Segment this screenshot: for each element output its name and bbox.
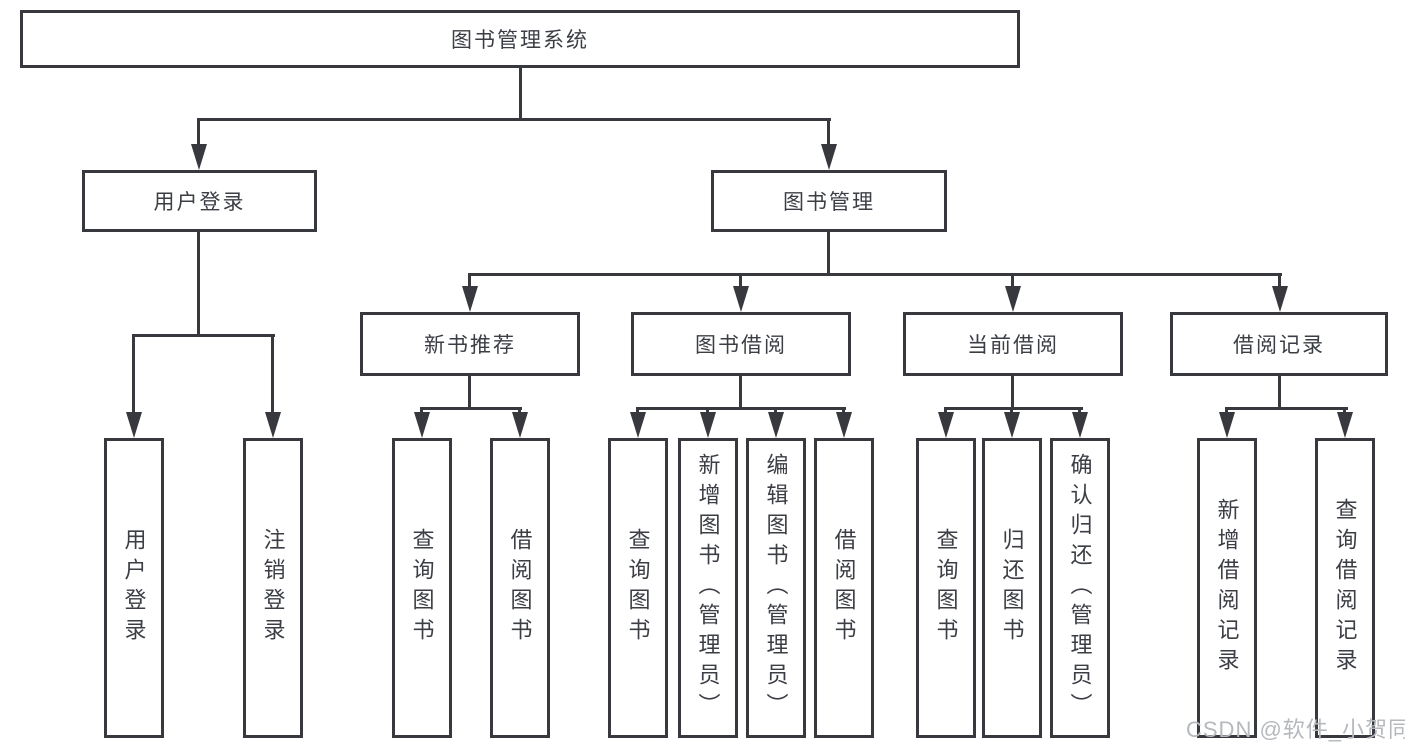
leaf-label: 新增借阅记录 <box>1214 498 1240 678</box>
drop-line <box>197 118 200 148</box>
node-user-login: 用户登录 <box>82 170 317 232</box>
arrow-down-icon <box>1337 412 1353 438</box>
leaf-label: 查询图书 <box>409 528 435 648</box>
arrow-down-icon <box>836 412 852 438</box>
arrow-down-icon <box>821 144 837 170</box>
drop-line <box>842 407 845 416</box>
leaf-logout: 注销登录 <box>243 438 303 738</box>
node-book-borrowing: 图书借阅 <box>631 312 851 376</box>
leaf-query-books-recommend: 查询图书 <box>392 438 452 738</box>
branch-line <box>468 273 1282 276</box>
drop-line <box>1225 407 1228 416</box>
node-root-library-system: 图书管理系统 <box>20 10 1020 68</box>
drop-line <box>518 407 521 416</box>
arrow-down-icon <box>733 286 749 312</box>
arrow-down-icon <box>1219 412 1235 438</box>
drop-line <box>739 273 742 291</box>
leaf-label: 注销登录 <box>260 528 286 648</box>
arrow-down-icon <box>1005 286 1021 312</box>
node-label: 图书借阅 <box>695 334 787 357</box>
leaf-return-book: 归还图书 <box>982 438 1042 738</box>
stem-line <box>468 376 471 410</box>
stem-line <box>1278 376 1281 410</box>
drop-line <box>1010 407 1013 416</box>
leaf-label: 借阅图书 <box>507 528 533 648</box>
csdn-watermark: CSDN @软件_小贺同学 <box>1186 717 1405 742</box>
drop-line <box>1011 273 1014 291</box>
arrow-down-icon <box>1272 286 1288 312</box>
leaf-label: 查询借阅记录 <box>1332 498 1358 678</box>
leaf-query-borrow-record: 查询借阅记录 <box>1315 438 1375 738</box>
drop-line <box>468 273 471 291</box>
leaf-label: 用户登录 <box>121 528 147 648</box>
arrow-down-icon <box>126 412 142 438</box>
leaf-label: 归还图书 <box>999 528 1025 648</box>
drop-line <box>420 407 423 416</box>
drop-line <box>1343 407 1346 416</box>
drop-line <box>132 334 135 416</box>
arrow-down-icon <box>938 412 954 438</box>
drop-line <box>944 407 947 416</box>
leaf-borrow-books-recommend: 借阅图书 <box>490 438 550 738</box>
branch-line <box>420 407 522 410</box>
leaf-label: 查询图书 <box>933 528 959 648</box>
stem-line <box>739 376 742 410</box>
root-stem-line <box>519 68 522 118</box>
leaf-borrow-books-borrowing: 借阅图书 <box>814 438 874 738</box>
arrow-down-icon <box>191 144 207 170</box>
node-label: 图书管理 <box>783 191 875 214</box>
arrow-down-icon <box>768 412 784 438</box>
arrow-down-icon <box>512 412 528 438</box>
arrow-down-icon <box>414 412 430 438</box>
leaf-label: 查询图书 <box>625 528 651 648</box>
branch-line <box>1225 407 1348 410</box>
leaf-add-borrow-record: 新增借阅记录 <box>1197 438 1257 738</box>
node-label: 借阅记录 <box>1233 334 1325 357</box>
node-label: 用户登录 <box>153 191 246 214</box>
node-label: 图书管理系统 <box>451 29 589 52</box>
node-label: 当前借阅 <box>967 334 1059 357</box>
node-new-book-recommend: 新书推荐 <box>360 312 580 376</box>
leaf-label: 编辑图书（管理员） <box>763 453 789 723</box>
leaf-query-books-borrowing: 查询图书 <box>608 438 668 738</box>
drop-line <box>827 118 830 148</box>
drop-line <box>636 407 639 416</box>
branch-line <box>132 334 275 337</box>
leaf-query-books-current: 查询图书 <box>916 438 976 738</box>
node-book-management: 图书管理 <box>711 170 947 232</box>
branch-line <box>944 407 1083 410</box>
leaf-add-book-admin: 新增图书（管理员） <box>678 438 738 738</box>
leaf-label: 借阅图书 <box>831 528 857 648</box>
stem-line <box>827 232 830 276</box>
drop-line <box>1078 407 1081 416</box>
arrow-down-icon <box>265 412 281 438</box>
arrow-down-icon <box>462 286 478 312</box>
arrow-down-icon <box>630 412 646 438</box>
arrow-down-icon <box>700 412 716 438</box>
node-borrowing-records: 借阅记录 <box>1170 312 1388 376</box>
node-label: 新书推荐 <box>424 334 516 357</box>
leaf-user-login: 用户登录 <box>104 438 164 738</box>
stem-line <box>1011 376 1014 410</box>
drop-line <box>271 334 274 416</box>
branch-line <box>636 407 846 410</box>
drop-line <box>1278 273 1281 291</box>
stem-line <box>197 232 200 334</box>
arrow-down-icon <box>1004 412 1020 438</box>
leaf-edit-book-admin: 编辑图书（管理员） <box>746 438 806 738</box>
node-current-borrowing: 当前借阅 <box>903 312 1123 376</box>
leaf-label: 新增图书（管理员） <box>695 453 721 723</box>
arrow-down-icon <box>1072 412 1088 438</box>
drop-line <box>774 407 777 416</box>
root-branch-line <box>197 118 831 121</box>
drop-line <box>706 407 709 416</box>
leaf-confirm-return-admin: 确认归还（管理员） <box>1050 438 1110 738</box>
leaf-label: 确认归还（管理员） <box>1067 453 1093 723</box>
